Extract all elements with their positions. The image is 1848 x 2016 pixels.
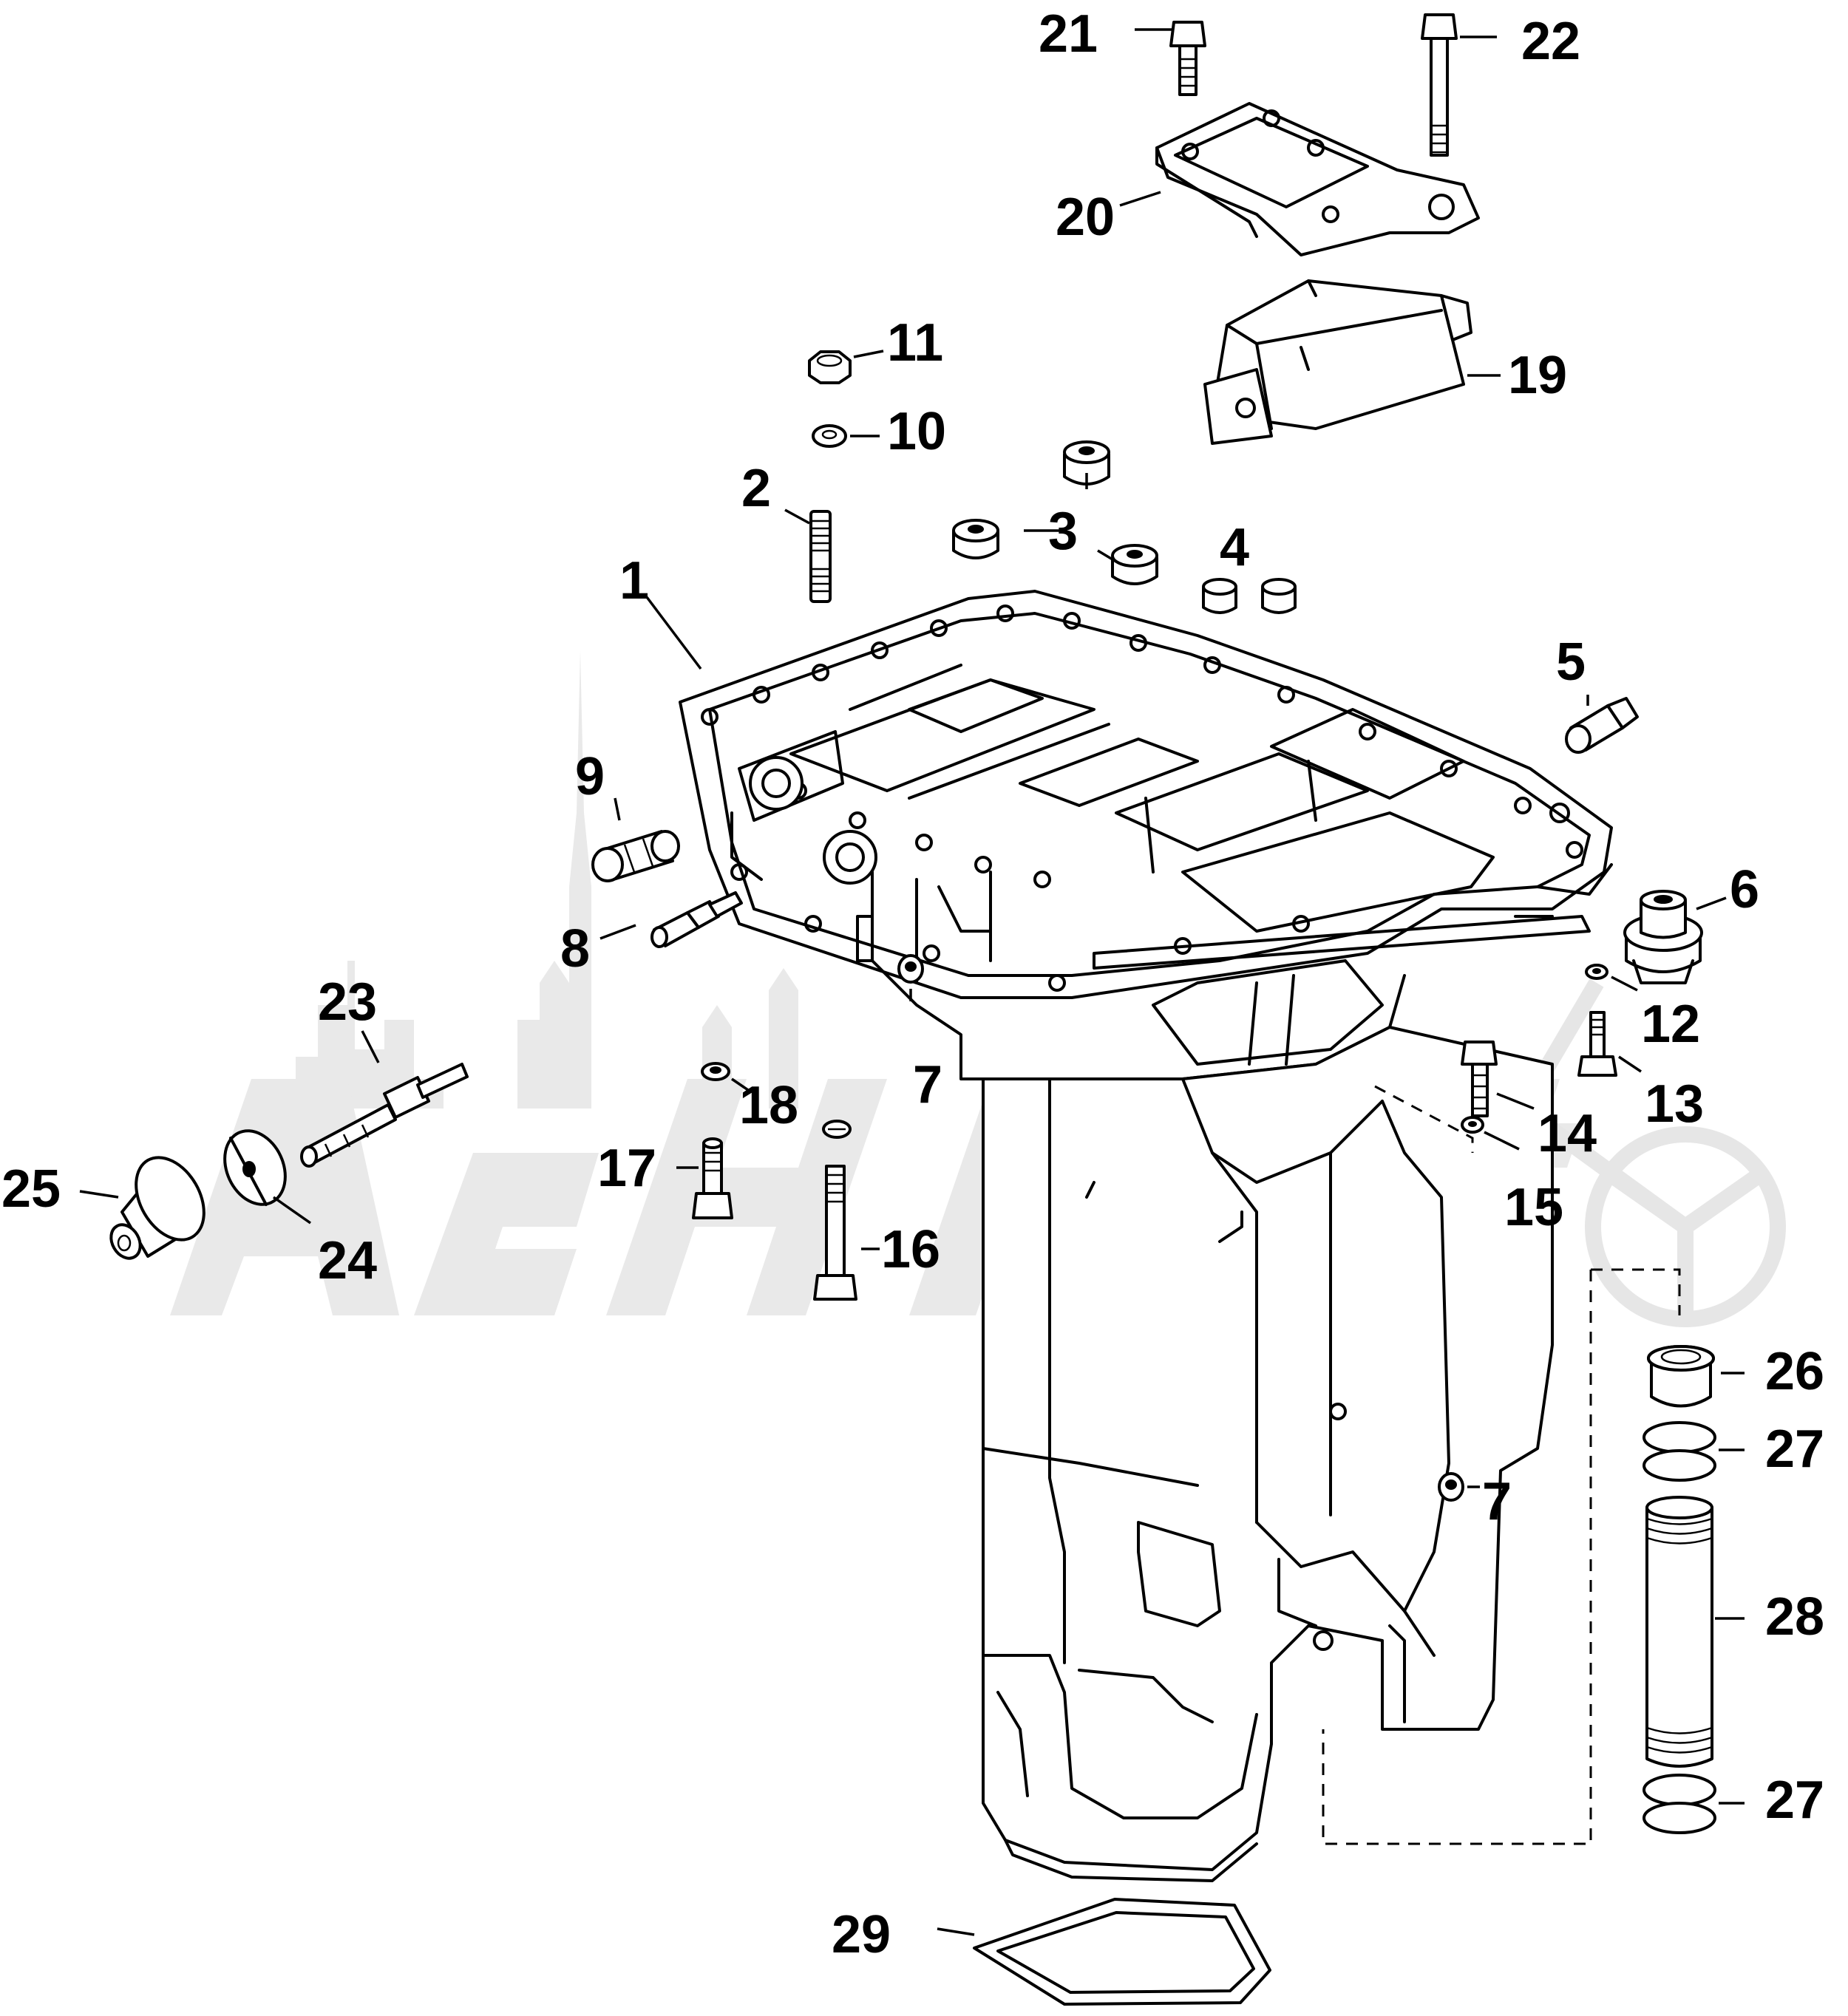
callout-27-upper[interactable]: 27 — [1765, 1420, 1825, 1479]
callout-10[interactable]: 10 — [887, 402, 947, 461]
washer — [223, 1129, 287, 1206]
callout-22[interactable]: 22 — [1521, 12, 1581, 71]
callout-16[interactable]: 16 — [881, 1220, 941, 1279]
callout-28[interactable]: 28 — [1765, 1587, 1825, 1646]
water-tube — [1645, 1496, 1713, 1768]
callout-26[interactable]: 26 — [1765, 1342, 1825, 1401]
fitting — [1565, 697, 1639, 754]
callout-2[interactable]: 2 — [741, 459, 772, 518]
callout-25[interactable]: 25 — [1, 1159, 61, 1219]
callout-23[interactable]: 23 — [318, 973, 378, 1032]
callout-7-lower[interactable]: 7 — [1482, 1472, 1512, 1531]
callout-29[interactable]: 29 — [832, 1905, 891, 1964]
callout-17[interactable]: 17 — [597, 1139, 657, 1198]
small-washer — [1461, 1116, 1484, 1134]
hose-nipple — [650, 891, 743, 948]
callout-21[interactable]: 21 — [1039, 4, 1098, 64]
callout-8[interactable]: 8 — [560, 919, 591, 978]
small-washer — [1585, 964, 1608, 980]
long-bolt — [1421, 13, 1458, 157]
bolt — [692, 1137, 733, 1219]
cone-grommet — [109, 1156, 205, 1260]
o-ring — [1643, 1421, 1716, 1834]
callout-11[interactable]: 11 — [887, 313, 944, 372]
callout-27-lower[interactable]: 27 — [1765, 1771, 1825, 1830]
control-module — [1203, 279, 1472, 445]
bushing — [1647, 1345, 1715, 1408]
washer — [812, 424, 847, 448]
callout-4[interactable]: 4 — [1220, 518, 1250, 577]
long-bolt — [813, 1165, 857, 1301]
callout-15[interactable]: 15 — [1504, 1178, 1564, 1237]
callout-13[interactable]: 13 — [1645, 1075, 1705, 1134]
bushing — [1202, 578, 1297, 614]
hose-stud — [300, 1063, 469, 1168]
bolt — [1461, 1041, 1498, 1117]
gasket — [973, 1898, 1271, 2006]
callout-3[interactable]: 3 — [1048, 502, 1078, 561]
short-bolt — [1169, 21, 1206, 96]
plug — [897, 954, 1464, 1502]
callout-19[interactable]: 19 — [1508, 346, 1568, 405]
sleeve — [591, 830, 680, 882]
small-washer — [701, 1062, 730, 1081]
nut — [808, 350, 852, 384]
callout-24[interactable]: 24 — [318, 1231, 378, 1290]
bracket-plate — [1155, 102, 1480, 256]
callout-6[interactable]: 6 — [1730, 860, 1760, 919]
callout-14[interactable]: 14 — [1538, 1104, 1597, 1163]
callout-12[interactable]: 12 — [1641, 995, 1701, 1054]
callout-5[interactable]: 5 — [1556, 633, 1586, 692]
leader-lines — [79, 28, 1745, 1936]
callout-18[interactable]: 18 — [739, 1076, 799, 1135]
grommet — [952, 440, 1158, 585]
callout-1[interactable]: 1 — [619, 551, 650, 610]
stud — [809, 510, 832, 603]
callout-9[interactable]: 9 — [575, 747, 605, 806]
callout-20[interactable]: 20 — [1056, 188, 1115, 247]
clip — [822, 1120, 852, 1139]
assembly-line — [1374, 1085, 1474, 1153]
exhaust-housing — [679, 590, 1613, 1882]
assembly-box — [1322, 1268, 1681, 1845]
valve-cap — [1623, 890, 1703, 984]
callout-7-upper[interactable]: 7 — [913, 1055, 943, 1114]
bolt — [1577, 1011, 1617, 1077]
